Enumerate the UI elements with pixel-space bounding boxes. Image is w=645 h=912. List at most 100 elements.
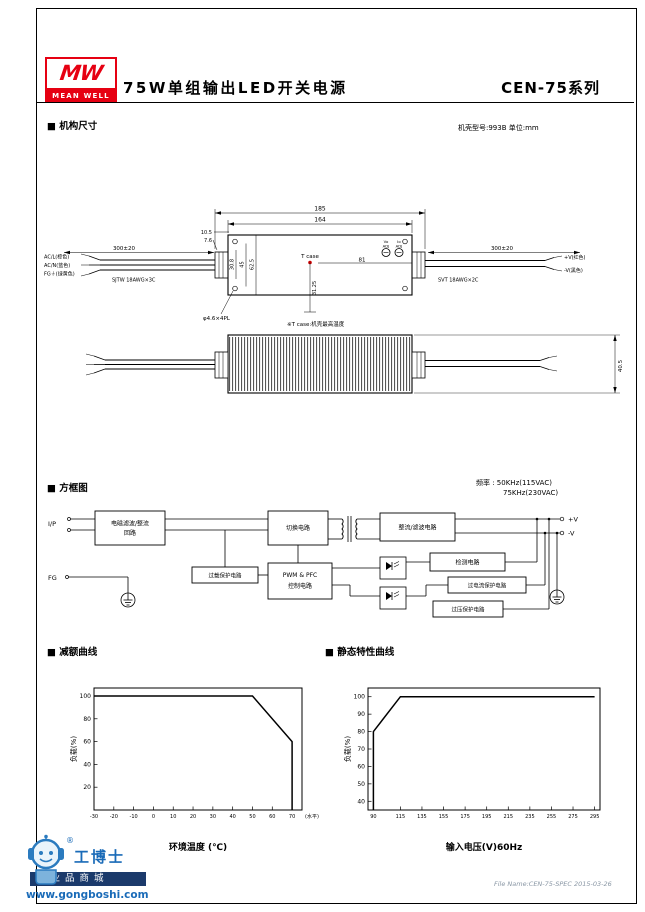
detection-circuit-label: 检测电路 — [455, 559, 479, 567]
svg-text:275: 275 — [568, 814, 578, 820]
mounting-hole — [232, 285, 238, 292]
svg-text:20: 20 — [190, 814, 196, 820]
meanwell-logo: MW MEAN WELL — [45, 57, 117, 102]
svg-text:80: 80 — [83, 716, 91, 723]
header-divider — [37, 102, 634, 103]
svg-text:135: 135 — [417, 814, 427, 820]
mechanical-drawing: 185 164 10.5 7.6 T cas — [44, 206, 624, 394]
gongboshi-brand: 工博士 — [74, 848, 126, 866]
dim-81: 81 — [359, 258, 366, 264]
fg-terminal-label: FG — [48, 574, 57, 582]
svg-text:40: 40 — [229, 814, 235, 820]
svg-text:90: 90 — [370, 814, 376, 820]
svg-text:295: 295 — [590, 814, 600, 820]
derating-y-axis-label: 负载(%) — [69, 736, 78, 762]
svg-text:255: 255 — [547, 814, 557, 820]
block-diagram: I/P 电磁滤波/整流 回路 过载保护电路 FG 切换电路 — [48, 510, 578, 618]
output-ground-symbol — [549, 589, 565, 605]
svg-text:175: 175 — [460, 814, 470, 820]
series-title: CEN-75系列 — [501, 79, 600, 97]
block-diagram-wiring: I/P 电磁滤波/整流 回路 过载保护电路 FG 切换电路 — [48, 510, 578, 618]
output-v-plus-label: +V — [568, 516, 578, 524]
dim-31-25: 31.25 — [312, 281, 318, 295]
overvoltage-protection-label: 过压保护电路 — [451, 606, 485, 614]
svg-text:0: 0 — [152, 814, 155, 820]
optocoupler-2 — [379, 586, 407, 610]
svg-text:50: 50 — [249, 814, 255, 820]
svg-text:155: 155 — [439, 814, 449, 820]
t-case-note: ※T case:机壳最高温度 — [287, 320, 345, 328]
svg-text:90: 90 — [357, 711, 365, 718]
io-label: Io — [397, 239, 401, 244]
frequency-note: 频率 : 50KHz(115VAC) 75KHz(230VAC) — [476, 479, 558, 498]
heatsink-fins — [228, 337, 412, 391]
page-border-frame — [36, 8, 637, 904]
t-case-label: T case — [300, 254, 319, 260]
switching-circuit-label: 切换电路 — [286, 524, 310, 532]
registered-mark: ® — [66, 836, 74, 845]
left-cable-type-label: SJTW 18AWG×3C — [112, 278, 156, 284]
svg-text:-10: -10 — [130, 814, 138, 820]
dim-protrude-7-6: 7.6 — [204, 238, 212, 244]
svg-text:100: 100 — [354, 694, 366, 701]
transformer-primary-coil — [341, 518, 344, 540]
dim-gland-10-5: 10.5 — [201, 230, 212, 236]
ac-l-wire-label: AC/L(棕色) — [44, 254, 69, 261]
static-section-heading: ■ 静态特性曲线 — [325, 647, 395, 658]
mech-top-view: 185 164 10.5 7.6 T cas — [44, 206, 586, 329]
dim-30-8: 30.8 — [230, 259, 236, 270]
vo-label: Vo — [384, 239, 389, 244]
meanwell-logo-wordmark: MEAN WELL — [45, 90, 117, 102]
pwm-pfc-label-1: PWM & PFC — [283, 572, 317, 579]
output-v-minus-label: -V — [568, 530, 575, 538]
dim-right-cable-length: 300±20 — [491, 246, 514, 252]
svg-text:30: 30 — [210, 814, 216, 820]
pwm-pfc-control-block — [267, 562, 333, 600]
emi-filter-label-1: 电磁滤波/整流 — [111, 520, 149, 528]
svg-text:(水平): (水平) — [305, 813, 319, 820]
mounting-hole — [232, 238, 238, 245]
fg-wire-label: FG⏚(绿黄色) — [44, 271, 75, 278]
overload-protection-label: 过载保护电路 — [208, 572, 242, 580]
gongboshi-banner: 工业品商城 — [30, 872, 146, 886]
frequency-line1: 频率 : 50KHz(115VAC) — [476, 479, 552, 487]
rectifier-filter-block — [379, 512, 456, 542]
page-title: 75W单组输出LED开关电源 — [123, 79, 348, 97]
svg-text:70: 70 — [357, 746, 365, 753]
static-y-axis-label: 负载(%) — [343, 736, 352, 762]
v-plus-wire-label: +V(红色) — [564, 254, 586, 261]
svg-text:-30: -30 — [90, 814, 98, 820]
dim-62-5: 62.5 — [250, 259, 256, 270]
meanwell-logo-mw-box: MW — [45, 57, 117, 90]
dim-overall-185: 185 — [314, 206, 326, 213]
vo-adj-label: ADJ — [383, 243, 390, 248]
vo-adj-potentiometer — [381, 248, 391, 257]
frequency-line2: 75KHz(230VAC) — [503, 488, 559, 497]
dim-body-164: 164 — [314, 217, 326, 224]
dim-45: 45 — [240, 261, 246, 267]
dim-left-cable-length: 300±20 — [113, 246, 136, 252]
derating-x-axis-label: 环境温度 (℃) — [168, 843, 228, 853]
emi-filter-block — [94, 510, 166, 546]
gongboshi-robot-icon — [28, 834, 64, 885]
right-cable-type-label: SVT 18AWG×2C — [438, 278, 479, 284]
svg-text:195: 195 — [482, 814, 492, 820]
v-minus-wire-label: -V(黑色) — [564, 267, 583, 274]
meanwell-logo-mw-text: MW — [58, 61, 104, 85]
svg-text:10: 10 — [170, 814, 176, 820]
input-terminal-label: I/P — [48, 520, 56, 528]
earth-ground-symbol — [120, 592, 136, 608]
svg-text:215: 215 — [504, 814, 514, 820]
transformer-secondary-coil — [355, 518, 358, 540]
mech-section-heading: ■ 机构尺寸 — [47, 121, 98, 132]
svg-text:100: 100 — [80, 693, 92, 700]
io-adj-label: ADJ — [396, 243, 403, 248]
derating-section-heading: ■ 减额曲线 — [47, 647, 98, 658]
svg-text:40: 40 — [357, 798, 365, 805]
svg-text:50: 50 — [357, 781, 365, 788]
mounting-hole — [402, 285, 408, 292]
